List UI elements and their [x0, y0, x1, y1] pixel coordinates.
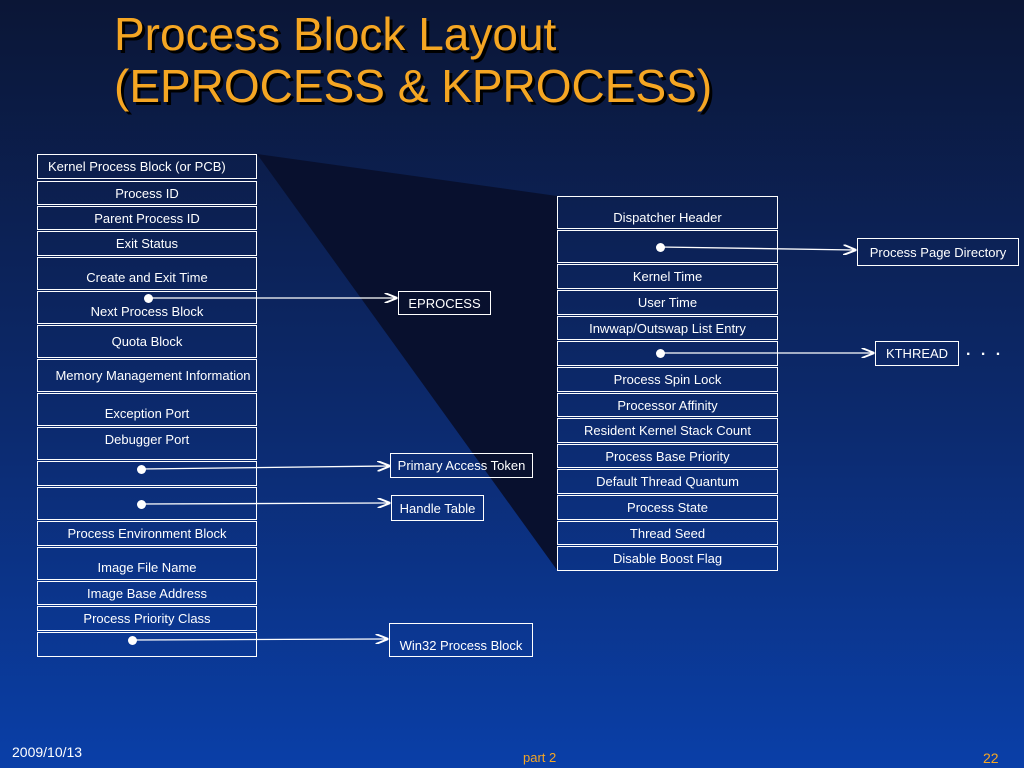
pcb-expansion-wedge — [257, 154, 557, 570]
kprocess-field-page-directory-pointer — [557, 230, 778, 263]
handle-table-pointer-dot — [137, 500, 146, 509]
access-token-pointer-dot — [137, 465, 146, 474]
eprocess-field-access-token-pointer — [37, 461, 257, 486]
kprocess-field-base-priority: Process Base Priority — [557, 444, 778, 468]
eprocess-field-exit-status: Exit Status — [37, 231, 257, 256]
kprocess-field-kthread-pointer — [557, 341, 778, 366]
primary-access-token-box: Primary Access Token — [390, 453, 533, 478]
eprocess-field-pcb: Kernel Process Block (or PCB) — [37, 154, 257, 179]
kprocess-field-kernel-time: Kernel Time — [557, 264, 778, 289]
win32-block-pointer-dot — [128, 636, 137, 645]
eprocess-field-handle-table-pointer — [37, 487, 257, 520]
page-directory-arrow — [659, 247, 855, 250]
footer-section: part 2 — [523, 750, 557, 765]
win32-block-arrow — [131, 639, 387, 640]
slide-title-line2: (EPROCESS & KPROCESS) — [114, 60, 713, 112]
footer-date: 2009/10/13 — [12, 744, 83, 760]
kprocess-field-spin-lock: Process Spin Lock — [557, 367, 778, 392]
eprocess-field-priority-class: Process Priority Class — [37, 606, 257, 631]
eprocess-field-exception-port: Exception Port — [37, 393, 257, 426]
handle-table-box: Handle Table — [391, 495, 484, 521]
eprocess-field-parent-process-id: Parent Process ID — [37, 206, 257, 230]
more-threads-ellipsis: . . . — [966, 342, 1004, 359]
kprocess-field-disable-boost-flag: Disable Boost Flag — [557, 546, 778, 571]
kprocess-field-processor-affinity: Processor Affinity — [557, 393, 778, 417]
kprocess-field-resident-stack-count: Resident Kernel Stack Count — [557, 418, 778, 443]
eprocess-field-win32-pointer — [37, 632, 257, 657]
page-directory-pointer-dot — [656, 243, 665, 252]
slide-title-line1: Process Block Layout — [114, 8, 557, 60]
next-process-pointer-dot — [144, 294, 153, 303]
eprocess-field-image-base-address: Image Base Address — [37, 581, 257, 605]
kprocess-field-swap-list-entry: Inwwap/Outswap List Entry — [557, 316, 778, 340]
process-page-directory-box: Process Page Directory — [857, 238, 1019, 266]
eprocess-target-box: EPROCESS — [398, 291, 491, 315]
eprocess-field-next-process-block: Next Process Block — [37, 291, 257, 324]
eprocess-field-memory-management: Memory Management Information — [37, 359, 257, 392]
win32-process-block-box: Win32 Process Block — [389, 623, 533, 657]
eprocess-field-create-exit-time: Create and Exit Time — [37, 257, 257, 290]
kprocess-field-process-state: Process State — [557, 495, 778, 520]
slide-title: Process Block Layout (EPROCESS & KPROCES… — [114, 8, 712, 112]
eprocess-field-image-file-name: Image File Name — [37, 547, 257, 580]
access-token-arrow — [140, 466, 389, 469]
eprocess-field-peb: Process Environment Block — [37, 521, 257, 546]
eprocess-field-debugger-port: Debugger Port — [37, 427, 257, 460]
kprocess-field-thread-seed: Thread Seed — [557, 521, 778, 545]
slide-number: 22 — [983, 750, 999, 766]
kthread-pointer-dot — [656, 349, 665, 358]
kprocess-field-thread-quantum: Default Thread Quantum — [557, 469, 778, 494]
kprocess-field-user-time: User Time — [557, 290, 778, 315]
eprocess-field-process-id: Process ID — [37, 181, 257, 205]
eprocess-field-quota-block: Quota Block — [37, 325, 257, 358]
handle-table-arrow — [140, 503, 389, 504]
kprocess-field-dispatcher-header: Dispatcher Header — [557, 196, 778, 229]
kthread-box: KTHREAD — [875, 341, 959, 366]
